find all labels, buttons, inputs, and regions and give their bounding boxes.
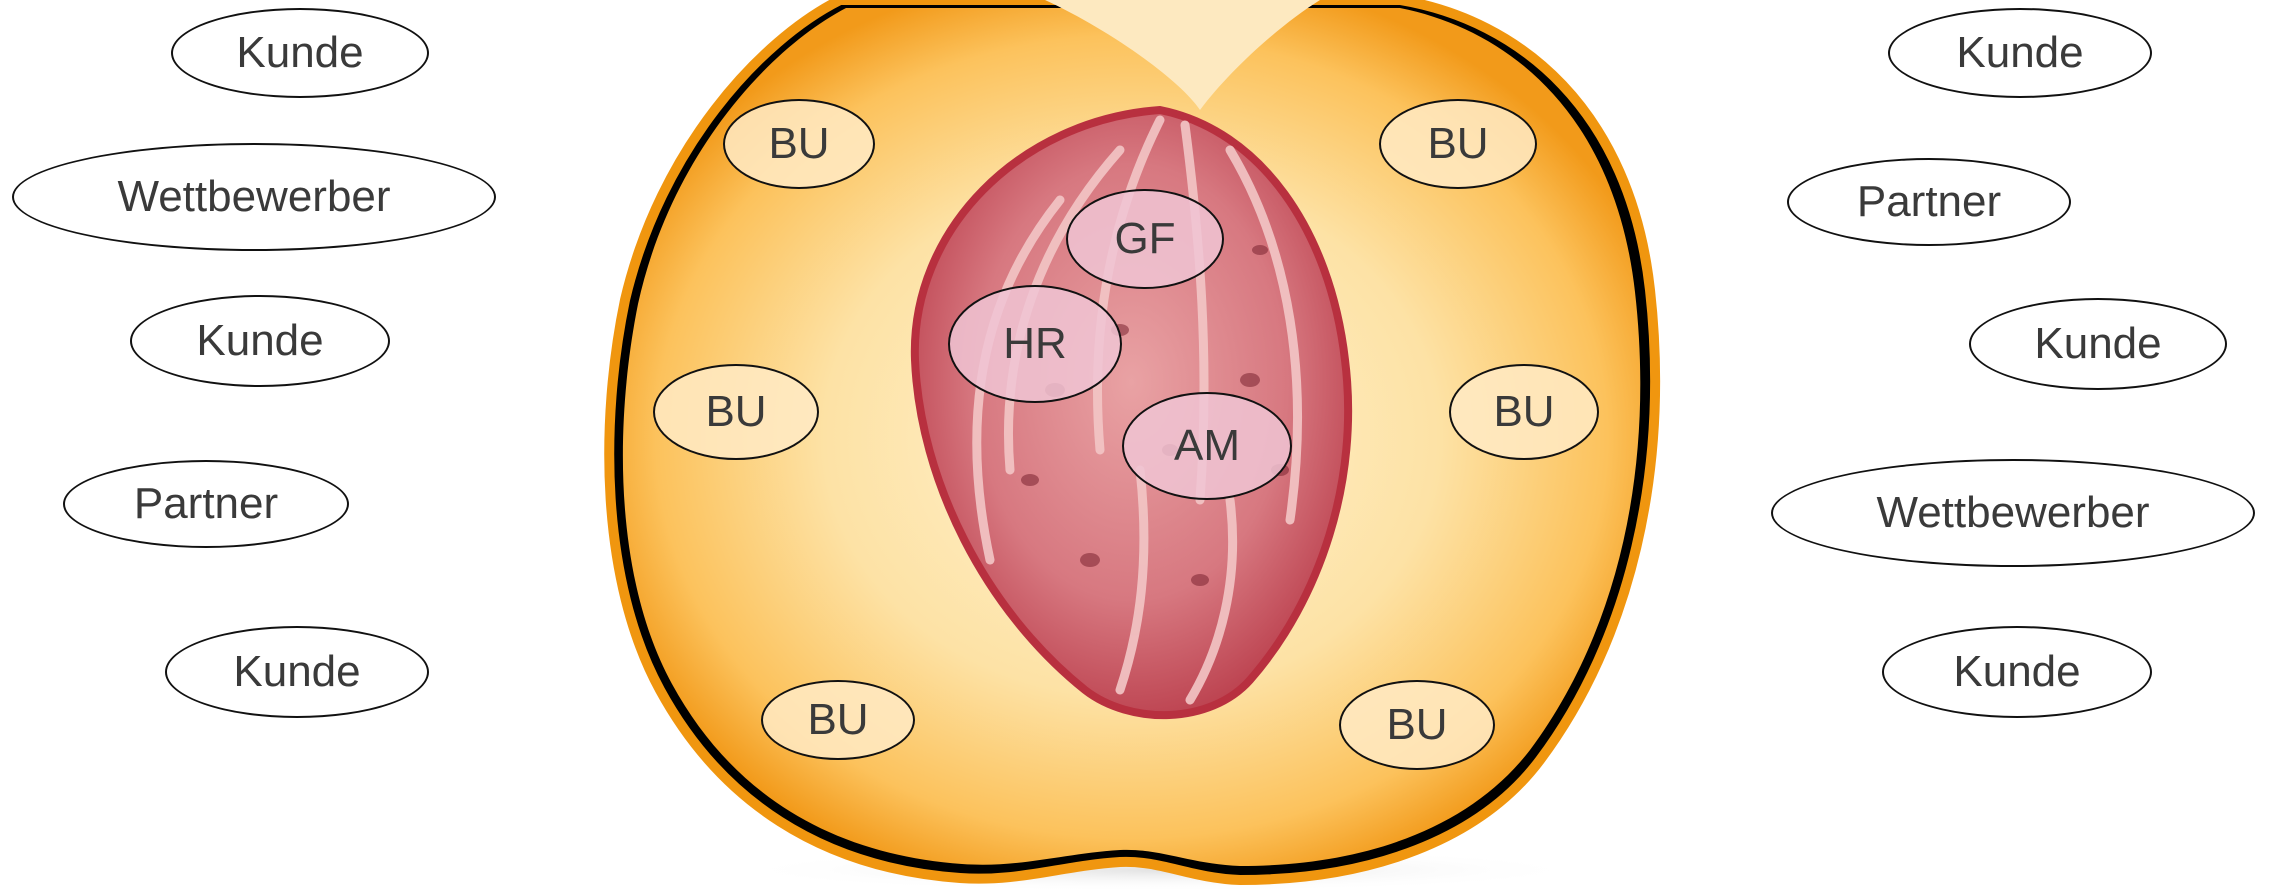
right-label-kunde-3: Kunde xyxy=(1882,626,2152,718)
right-label-partner: Partner xyxy=(1787,158,2071,246)
bu-label-text: BU xyxy=(807,695,868,745)
bu-label-text: BU xyxy=(1493,387,1554,437)
left-label-text: Wettbewerber xyxy=(117,172,390,222)
core-label-hr: HR xyxy=(948,285,1122,403)
core-label-text: HR xyxy=(1003,319,1067,369)
left-label-kunde-1: Kunde xyxy=(171,8,429,98)
right-label-kunde-1: Kunde xyxy=(1888,8,2152,98)
core-label-am: AM xyxy=(1122,392,1292,500)
bu-label-middle-left: BU xyxy=(653,364,819,460)
core-label-text: AM xyxy=(1174,421,1240,471)
left-label-wettbewerber: Wettbewerber xyxy=(12,143,496,251)
left-label-text: Kunde xyxy=(233,647,360,697)
bu-label-text: BU xyxy=(1427,119,1488,169)
right-label-text: Kunde xyxy=(2034,319,2161,369)
right-label-text: Kunde xyxy=(1953,647,2080,697)
right-label-text: Wettbewerber xyxy=(1876,488,2149,538)
bu-label-top-left: BU xyxy=(723,99,875,189)
bu-label-middle-right: BU xyxy=(1449,364,1599,460)
right-label-text: Kunde xyxy=(1956,28,2083,78)
left-label-text: Kunde xyxy=(236,28,363,78)
bu-label-text: BU xyxy=(768,119,829,169)
left-label-text: Partner xyxy=(134,479,278,529)
left-label-kunde-2: Kunde xyxy=(130,295,390,387)
core-label-gf: GF xyxy=(1066,189,1224,289)
bu-label-text: BU xyxy=(1386,700,1447,750)
bu-label-text: BU xyxy=(705,387,766,437)
right-label-wettbewerber: Wettbewerber xyxy=(1771,459,2255,567)
bu-label-top-right: BU xyxy=(1379,99,1537,189)
left-label-kunde-3: Kunde xyxy=(165,626,429,718)
bu-label-bottom-left: BU xyxy=(761,680,915,760)
right-label-text: Partner xyxy=(1857,177,2001,227)
core-label-text: GF xyxy=(1114,214,1175,264)
left-label-partner: Partner xyxy=(63,460,349,548)
bu-label-bottom-right: BU xyxy=(1339,680,1495,770)
right-label-kunde-2: Kunde xyxy=(1969,298,2227,390)
left-label-text: Kunde xyxy=(196,316,323,366)
